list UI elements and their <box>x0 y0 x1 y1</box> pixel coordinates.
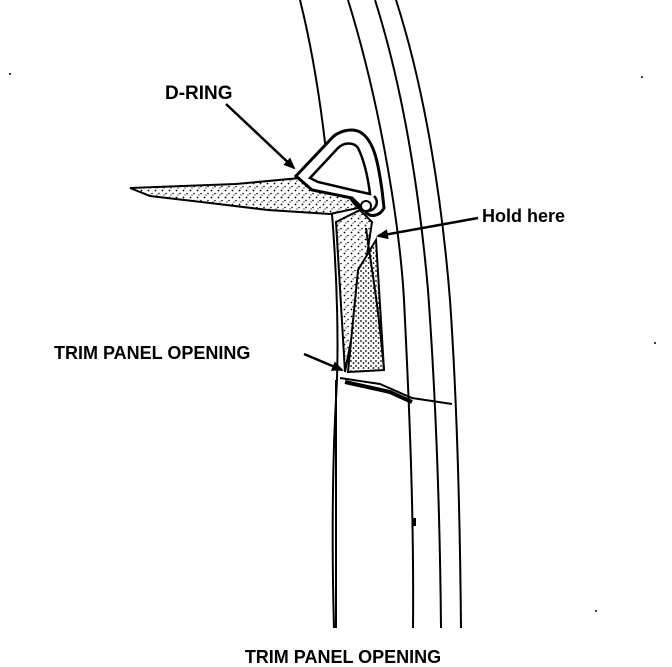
hold-here-arrow <box>376 216 479 240</box>
figure-caption-text: TRIM PANEL OPENING <box>244 647 442 667</box>
trim-panel-opening-label: TRIM PANEL OPENING <box>54 343 251 363</box>
seatbelt-webbing <box>334 208 386 374</box>
d-ring-arrow <box>225 103 296 170</box>
pillar-outer-curve <box>299 0 339 629</box>
pillar-frame <box>299 0 462 629</box>
hold-here-label: Hold here <box>482 206 566 226</box>
pillar-line-2 <box>347 0 415 629</box>
leader-arrows <box>225 103 479 372</box>
scan-specks <box>9 73 656 612</box>
pillar-line-4 <box>395 0 462 629</box>
trim-panel-opening-arrow <box>303 352 344 372</box>
d-ring <box>293 128 386 217</box>
d-ring-label: D-RING <box>165 83 233 104</box>
pillar-line-3 <box>374 0 442 629</box>
figure-caption: TRIM PANEL OPENING <box>0 648 672 666</box>
trim-panel-lower-edge <box>339 377 453 405</box>
trim-panel-lower-lip <box>344 380 413 404</box>
trim-panel-lower <box>335 377 453 628</box>
panel-mark <box>413 518 416 526</box>
webbing-lower <box>334 208 374 373</box>
